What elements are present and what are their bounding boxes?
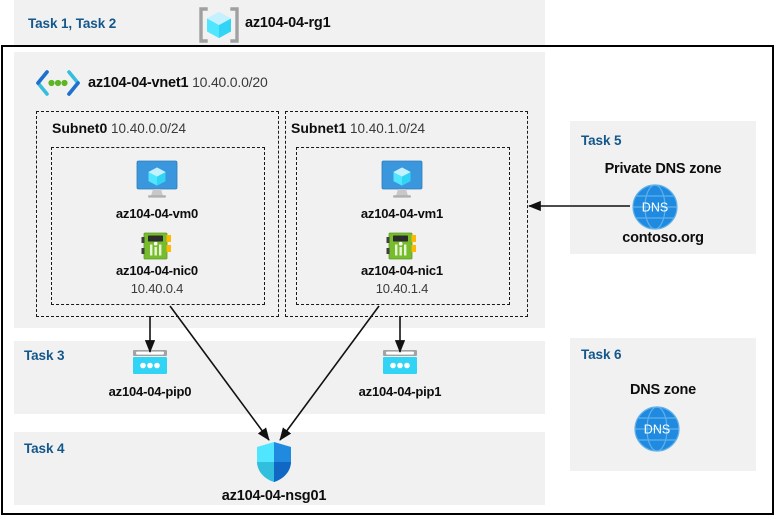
network-security-group-icon <box>256 441 292 488</box>
vnet-name: az104-04-vnet1 <box>88 75 189 91</box>
task3-label: Task 3 <box>24 348 65 363</box>
subnet1-name: Subnet1 <box>291 120 347 136</box>
public-ip-address-icon <box>381 349 419 382</box>
nsg-label: az104-04-nsg01 <box>221 488 327 504</box>
subnet0-name: Subnet0 <box>52 120 108 136</box>
virtual-network-icon <box>35 70 81 101</box>
resource-group-icon <box>199 6 239 49</box>
task4-label: Task 4 <box>24 441 65 456</box>
private-dns-zone-name: contoso.org <box>622 230 704 246</box>
subnet0-inner-box <box>51 147 265 305</box>
dns-icon-text: DNS <box>642 201 668 215</box>
subnet1-box <box>285 111 528 317</box>
dns-zone-heading: DNS zone <box>629 382 697 398</box>
network-interface-icon <box>386 231 418 266</box>
pip0-label: az104-04-pip0 <box>108 384 192 399</box>
nic1-ip: 10.40.1.4 <box>375 281 429 296</box>
nic0-label: az104-04-nic0 <box>116 263 198 278</box>
task1-2-label: Task 1, Task 2 <box>28 16 117 31</box>
vm0-label: az104-04-vm0 <box>115 206 199 221</box>
subnet0-header: Subnet0 10.40.0.0/24 <box>52 120 186 138</box>
subnet0-prefix: 10.40.0.0/24 <box>111 121 187 136</box>
private-dns-zone-heading: Private DNS zone <box>604 161 722 177</box>
dns-zone-icon: DNS <box>632 184 678 235</box>
dns-zone-icon: DNS <box>634 406 680 457</box>
virtual-machine-icon <box>136 160 178 203</box>
pip1-label: az104-04-pip1 <box>358 384 442 399</box>
resource-group-name: az104-04-rg1 <box>245 15 331 31</box>
vnet-header: az104-04-vnet1 10.40.0.0/20 <box>88 74 268 92</box>
subnet1-header: Subnet1 10.40.1.0/24 <box>291 120 425 138</box>
vnet-panel <box>14 52 545 328</box>
nic1-label: az104-04-nic1 <box>361 263 443 278</box>
subnet0-box <box>36 111 279 317</box>
virtual-machine-icon <box>381 160 423 203</box>
network-interface-icon <box>141 231 173 266</box>
task6-label: Task 6 <box>581 347 622 362</box>
vm1-label: az104-04-vm1 <box>360 206 444 221</box>
public-ip-address-icon <box>131 349 169 382</box>
subnet1-prefix: 10.40.1.0/24 <box>350 121 426 136</box>
task3-panel <box>14 341 545 414</box>
header-band <box>14 0 545 45</box>
nic0-ip: 10.40.0.4 <box>130 281 184 296</box>
dns-icon-text: DNS <box>644 423 670 437</box>
task5-label: Task 5 <box>581 133 622 148</box>
vnet-address-space: 10.40.0.0/20 <box>192 74 268 90</box>
subnet1-inner-box <box>296 147 510 305</box>
